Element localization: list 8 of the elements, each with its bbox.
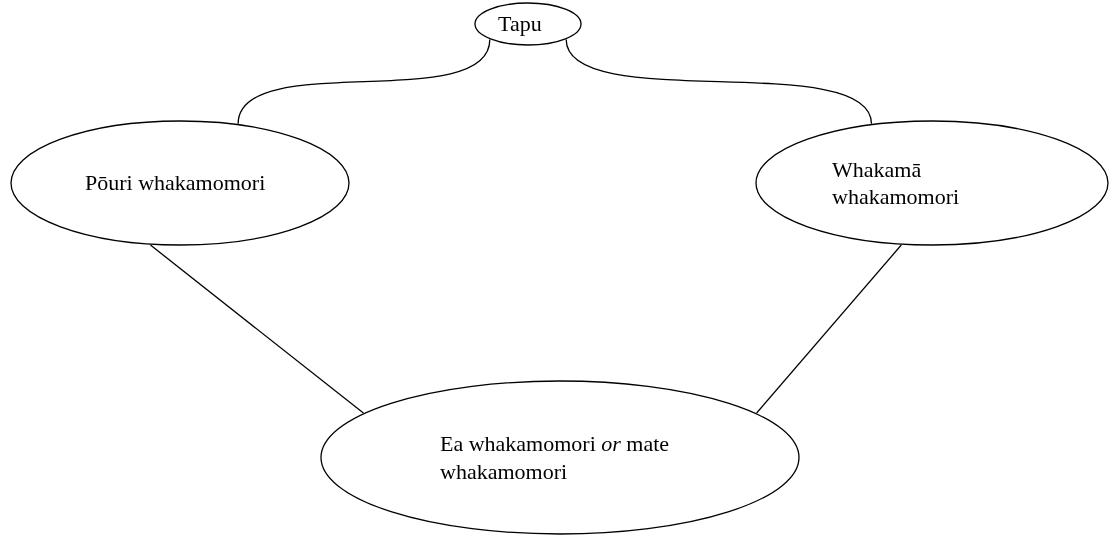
connector-line [149,244,365,414]
node-text: Tapu [498,10,543,38]
node-text: Pōuri whakamomori [85,169,267,197]
connector-line [237,38,491,125]
node-text: Ea whakamomori or mate whakamomori [440,430,671,485]
connector-line [755,244,902,414]
node-text: Whakamā whakamomori [832,155,961,211]
connector-line [565,38,873,125]
